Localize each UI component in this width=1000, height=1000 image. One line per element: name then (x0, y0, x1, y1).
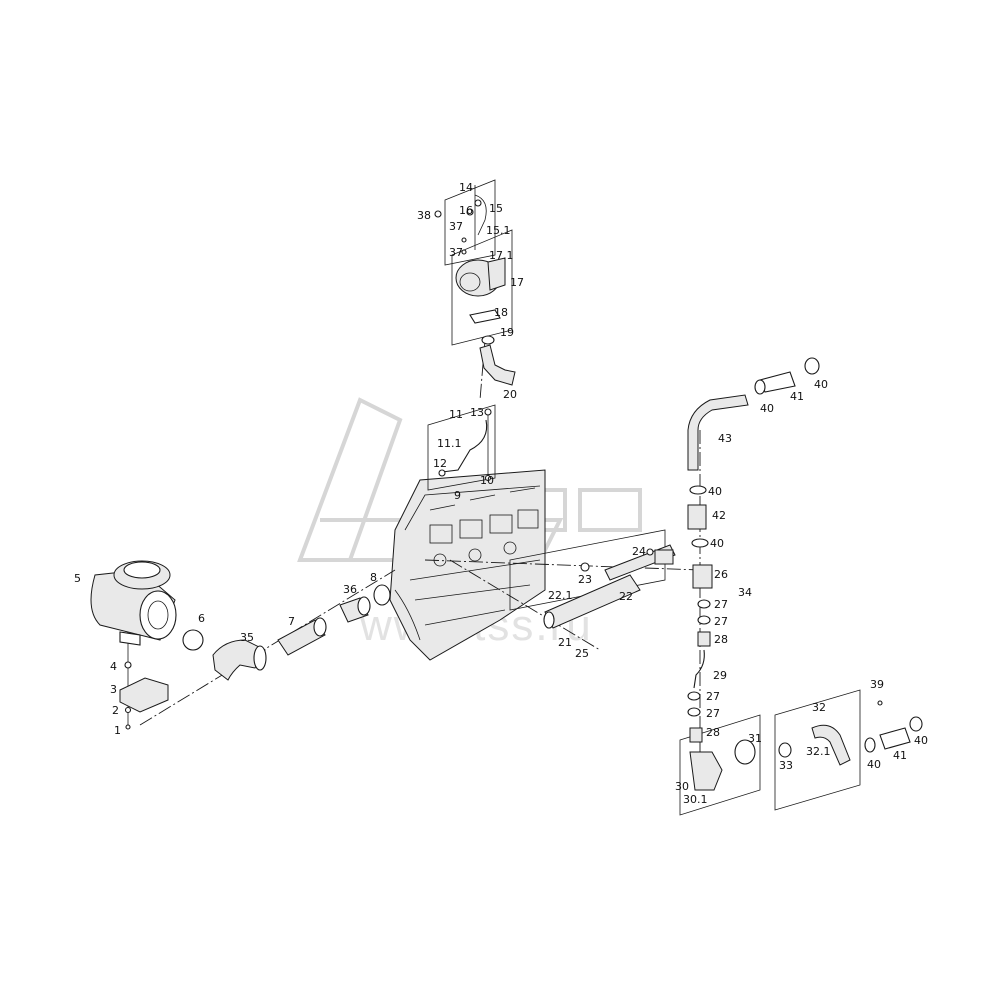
label-30-1: 30.1 (683, 793, 708, 806)
label-30: 30 (675, 780, 689, 793)
label-43: 43 (718, 432, 732, 445)
label-19: 19 (500, 326, 514, 339)
label-7: 7 (288, 615, 295, 628)
label-31: 31 (748, 732, 762, 745)
label-8: 8 (370, 571, 377, 584)
label-29: 29 (713, 669, 727, 682)
coolant-line-assembly (687, 357, 820, 791)
label-14: 14 (459, 181, 473, 194)
label-21: 21 (558, 636, 572, 649)
label-40e: 40 (867, 758, 881, 771)
label-25: 25 (575, 647, 589, 660)
label-12: 12 (433, 457, 447, 470)
label-15: 15 (489, 202, 503, 215)
label-13: 13 (470, 406, 484, 419)
label-20: 20 (503, 388, 517, 401)
engine-block (389, 469, 546, 661)
label-3: 3 (110, 683, 117, 696)
turbocharger-assembly (434, 194, 516, 386)
label-10: 10 (480, 474, 494, 487)
label-38: 38 (417, 209, 431, 222)
label-6: 6 (198, 612, 205, 625)
label-4: 4 (110, 660, 117, 673)
label-27b: 27 (714, 615, 728, 628)
label-40c: 40 (708, 485, 722, 498)
label-39: 39 (870, 678, 884, 691)
label-11-1: 11.1 (437, 437, 462, 450)
label-37a: 37 (449, 220, 463, 233)
label-17-1: 17.1 (489, 249, 514, 262)
label-41a: 41 (790, 390, 804, 403)
water-manifold (543, 544, 676, 629)
label-35: 35 (240, 631, 254, 644)
label-2: 2 (112, 704, 119, 717)
coolant-hose-group (778, 700, 923, 766)
label-15-1: 15.1 (486, 224, 511, 237)
label-26: 26 (714, 568, 728, 581)
label-18: 18 (494, 306, 508, 319)
label-27c: 27 (706, 690, 720, 703)
group-boxes (427, 179, 861, 816)
leader-lines (127, 185, 701, 760)
label-40f: 40 (914, 734, 928, 747)
oil-return-line (438, 408, 492, 482)
label-36: 36 (343, 583, 357, 596)
intake-pipes (212, 584, 391, 681)
label-24: 24 (632, 545, 646, 558)
label-40a: 40 (760, 402, 774, 415)
label-42: 42 (712, 509, 726, 522)
label-32-1: 32.1 (806, 745, 831, 758)
label-40b: 40 (814, 378, 828, 391)
label-9: 9 (454, 489, 461, 502)
label-16: 16 (459, 204, 473, 217)
label-28b: 28 (706, 726, 720, 739)
label-32: 32 (812, 701, 826, 714)
air-cleaner-assembly (90, 560, 204, 730)
label-22: 22 (619, 590, 633, 603)
part-labels: 1 2 3 4 5 6 7 8 9 10 11 11.1 12 13 14 15… (74, 181, 928, 806)
label-5: 5 (74, 572, 81, 585)
label-34: 34 (738, 586, 752, 599)
label-27a: 27 (714, 598, 728, 611)
label-22-1: 22.1 (548, 589, 573, 602)
label-1: 1 (114, 724, 121, 737)
label-40d: 40 (710, 537, 724, 550)
label-17: 17 (510, 276, 524, 289)
label-27d: 27 (706, 707, 720, 720)
label-23: 23 (578, 573, 592, 586)
label-28a: 28 (714, 633, 728, 646)
label-37b: 37 (449, 246, 463, 259)
label-41b: 41 (893, 749, 907, 762)
label-11: 11 (449, 408, 463, 421)
label-33: 33 (779, 759, 793, 772)
